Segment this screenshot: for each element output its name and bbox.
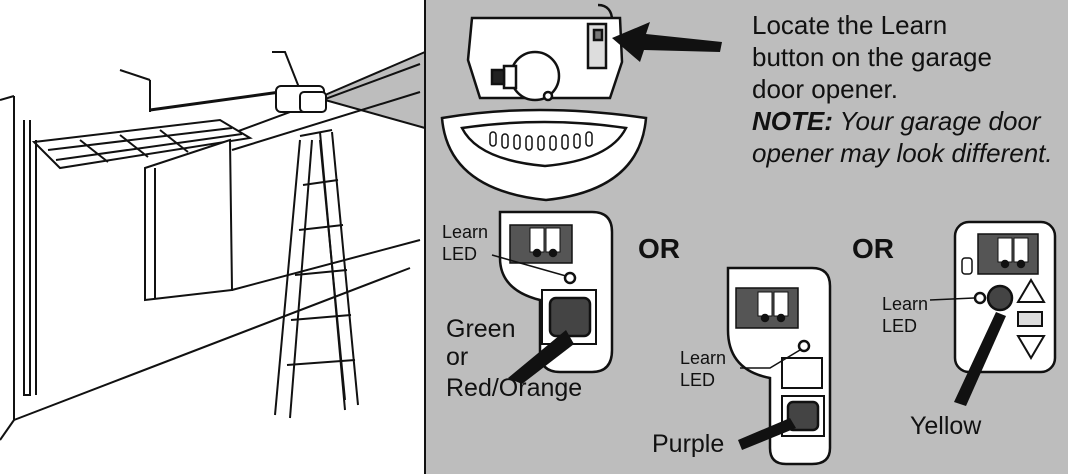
or-label-1: OR	[638, 233, 680, 264]
note-line-1: NOTE: Your garage door	[752, 106, 1042, 136]
learn-led-3	[973, 291, 987, 305]
panel-1-color-3: Red/Orange	[446, 374, 582, 402]
lens-slots	[489, 131, 593, 151]
control-panel-1	[498, 210, 614, 374]
pointer-arrow	[612, 22, 722, 62]
learn-button-2	[786, 400, 820, 432]
instruction-line-1: Locate the Learn	[752, 10, 947, 40]
panel-1-color-1: Green	[446, 315, 515, 343]
panel-3-color-1: Yellow	[910, 412, 982, 440]
callout-wedge	[315, 50, 426, 130]
learn-led-1	[563, 271, 577, 285]
instruction-line-3: door opener.	[752, 74, 898, 104]
panel-1-led-label-2: LED	[442, 244, 477, 264]
panel-2-led-label-2: LED	[680, 370, 715, 390]
learn-button-3	[986, 284, 1014, 312]
instruction-line-2: button on the garage	[752, 42, 992, 72]
panel-1-color-2: or	[446, 343, 468, 371]
garage-scene	[0, 51, 421, 441]
down-arrow-icon	[1016, 335, 1046, 360]
opener-closeup	[440, 3, 648, 202]
or-label-2: OR	[852, 233, 894, 264]
up-arrow-icon	[1016, 278, 1046, 303]
panel-3-led-label-1: Learn	[882, 294, 928, 314]
panel-1-led-label-1: Learn	[442, 222, 488, 242]
note-line-2: opener may look different.	[752, 138, 1053, 168]
learn-led-2	[797, 339, 811, 353]
learn-button-1	[548, 296, 592, 338]
control-panel-3	[953, 220, 1057, 374]
ladder	[274, 129, 359, 419]
panel-2-color-1: Purple	[652, 430, 724, 458]
panel-3-led-label-2: LED	[882, 316, 917, 336]
panel-2-led-label-1: Learn	[680, 348, 726, 368]
control-panel-2	[726, 266, 832, 466]
